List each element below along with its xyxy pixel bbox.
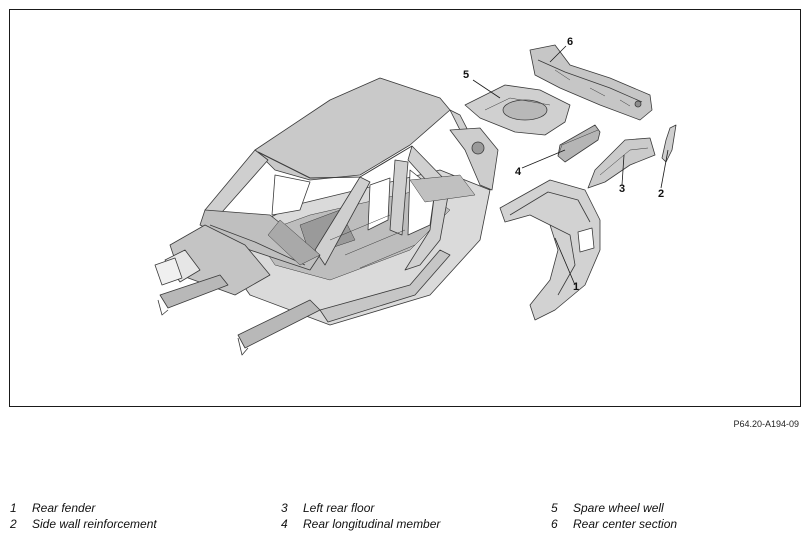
callout-1: 1 [573,281,579,293]
legend-number: 2 [10,517,17,531]
figure-code: P64.20-A194-09 [733,419,799,429]
legend-number: 4 [281,517,288,531]
part-rear-longitudinal-member [557,124,601,163]
leader-line-5 [472,79,501,99]
part-rear-fender [499,179,601,321]
part-side-wall-reinforcement [661,124,677,163]
legend-label: Spare wheel well [573,501,664,515]
body-shell [154,77,499,356]
callout-5: 5 [463,69,469,81]
legend-number: 6 [551,517,558,531]
part-rear-center-section [529,44,653,121]
leader-line-4 [521,149,566,169]
legend-number: 1 [10,501,17,515]
leader-line-3 [621,154,625,186]
leader-line-6 [549,45,567,63]
body-in-white-illustration: 1 2 3 4 5 6 [154,36,677,356]
leader-line-1 [554,237,576,286]
part-left-rear-floor [587,137,656,189]
callout-4: 4 [515,166,522,178]
legend-number: 3 [281,501,288,515]
legend-label: Rear longitudinal member [303,517,441,531]
figure-frame: 1 2 3 4 5 6 [9,9,801,407]
part-spare-wheel-well [464,84,571,136]
legend: 1 Rear fender 2 Side wall reinforcement … [10,501,800,537]
callout-3: 3 [619,183,625,195]
callout-2: 2 [658,188,664,200]
legend-label: Rear fender [32,501,96,515]
legend-label: Left rear floor [303,501,375,515]
callout-6: 6 [567,36,573,48]
legend-number: 5 [551,501,558,515]
legend-label: Rear center section [573,517,678,531]
legend-label: Side wall reinforcement [32,517,157,531]
leader-line-2 [660,149,669,189]
